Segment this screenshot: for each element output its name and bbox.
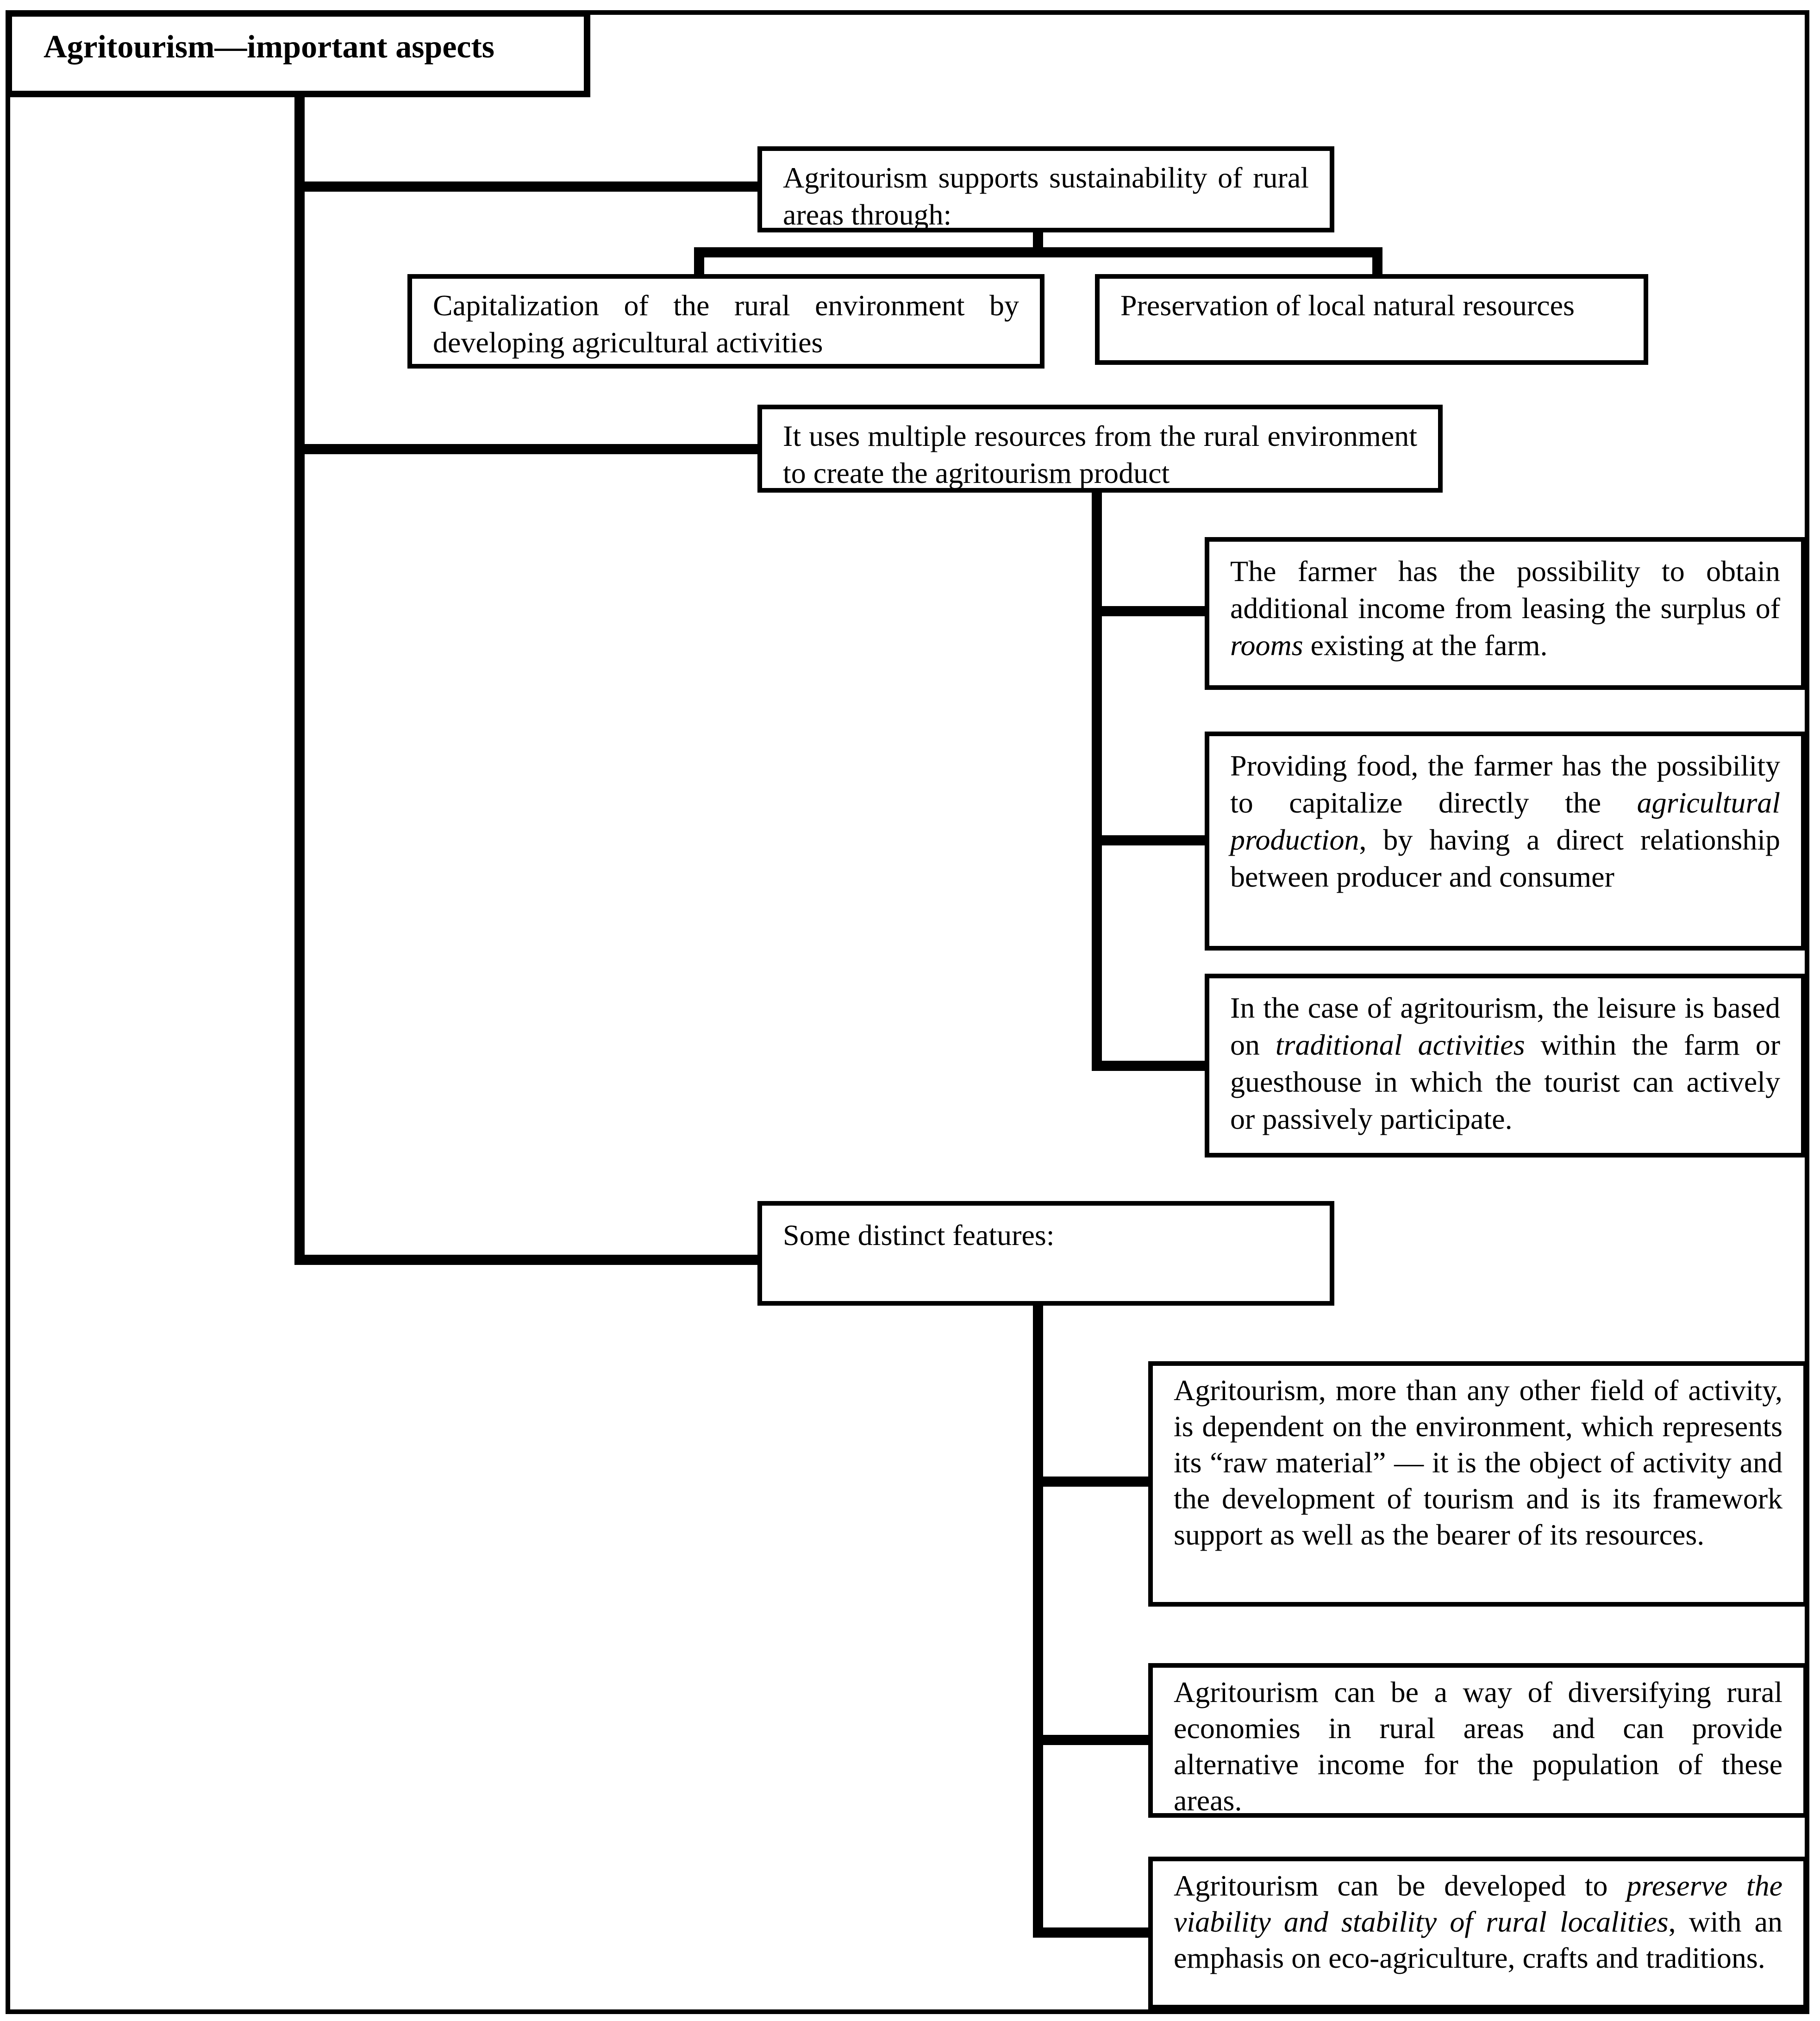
- node-sustainability-heading: Agritourism supports sustainability of r…: [757, 146, 1334, 232]
- node-preservation: Preservation of local natural resources: [1095, 274, 1648, 365]
- connector-branch-features: [300, 1255, 757, 1265]
- node-feature-environment: Agritourism, more than any other field o…: [1148, 1361, 1808, 1607]
- connector-stub-preservation: [1372, 257, 1382, 276]
- connector-elbow-preserve: [1033, 1927, 1150, 1938]
- node-feature-diversifying: Agritourism can be a way of diversifying…: [1148, 1663, 1808, 1818]
- connector-branch-sustainability: [300, 181, 757, 192]
- node-multiple-resources: It uses multiple resources from the rura…: [757, 405, 1443, 493]
- node-distinct-features-heading: Some distinct features:: [757, 1201, 1334, 1306]
- connector-stub-rooms: [1102, 606, 1207, 616]
- diagram-title-box: Agritourism—important aspects: [6, 10, 590, 97]
- connector-features-trunk: [1033, 1306, 1043, 1938]
- connector-stub-diversifying: [1043, 1735, 1150, 1745]
- node-providing-food: Providing food, the farmer has the possi…: [1205, 732, 1806, 951]
- connector-resources-trunk: [1092, 493, 1102, 1071]
- connector-stub-capitalization: [694, 257, 704, 276]
- connector-branch-resources: [300, 444, 757, 454]
- connector-main-trunk: [294, 97, 305, 1265]
- node-capitalization: Capitalization of the rural environment …: [407, 274, 1044, 369]
- node-feature-preserve: Agritourism can be developed to preserve…: [1148, 1857, 1808, 2009]
- connector-stub-environment: [1043, 1477, 1150, 1487]
- outer-frame: [6, 10, 1809, 2014]
- connector-sustainability-bracket: [694, 247, 1382, 257]
- node-farmer-rooms: The farmer has the possibility to obtain…: [1205, 537, 1806, 690]
- connector-elbow-leisure: [1092, 1061, 1207, 1071]
- node-leisure: In the case of agritourism, the leisure …: [1205, 974, 1806, 1158]
- connector-stub-food: [1102, 835, 1207, 845]
